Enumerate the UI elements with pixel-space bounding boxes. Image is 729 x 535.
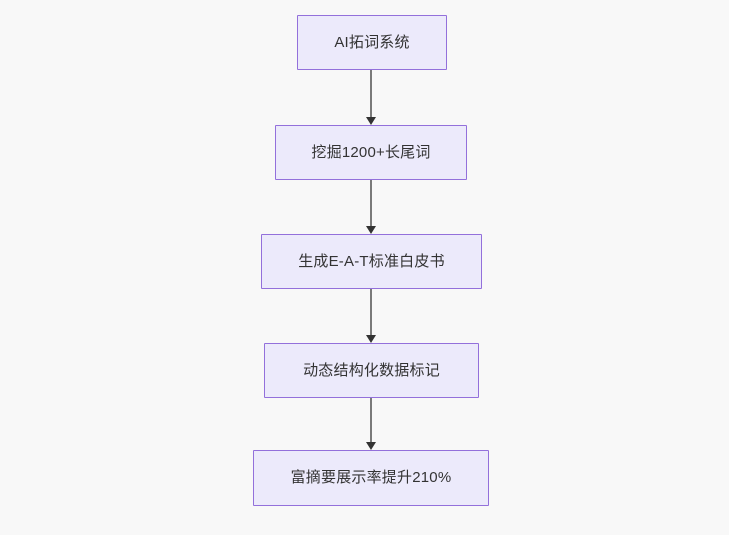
flow-node-label: 生成E-A-T标准白皮书 [298, 252, 445, 270]
edge-line [370, 70, 372, 118]
flow-node-label: AI拓词系统 [334, 33, 410, 51]
flow-node-label: 富摘要展示率提升210% [290, 469, 452, 486]
arrow-head-icon [366, 117, 376, 125]
arrow-head-icon [366, 442, 376, 450]
flow-node-label: 动态结构化数据标记 [303, 361, 440, 379]
edge-line [370, 180, 372, 227]
flow-node-generate-eat-whitepaper[interactable]: 生成E-A-T标准白皮书 [261, 234, 482, 289]
edge-line [370, 398, 372, 443]
flow-node-mine-longtail-keywords[interactable]: 挖掘1200+长尾词 [275, 125, 467, 180]
flow-node-ai-keyword-system[interactable]: AI拓词系统 [297, 15, 447, 70]
flow-edge-3-4 [366, 289, 376, 343]
flow-edge-2-3 [366, 180, 376, 234]
arrow-head-icon [366, 226, 376, 234]
flow-node-dynamic-structured-data-markup[interactable]: 动态结构化数据标记 [264, 343, 479, 398]
flow-edge-1-2 [366, 70, 376, 125]
edge-line [370, 289, 372, 336]
arrow-head-icon [366, 335, 376, 343]
flow-node-label: 挖掘1200+长尾词 [311, 143, 431, 161]
flow-edge-4-5 [366, 398, 376, 450]
flow-node-rich-snippet-impression-lift[interactable]: 富摘要展示率提升210% [253, 450, 489, 506]
